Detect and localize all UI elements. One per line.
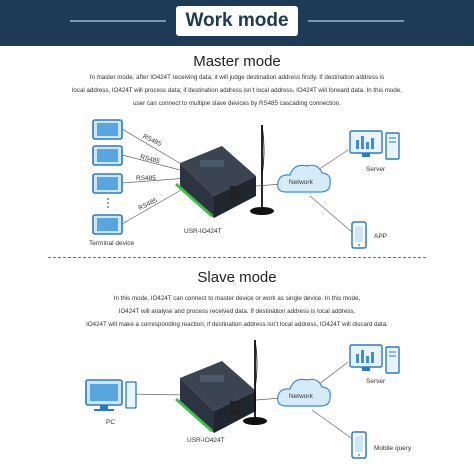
terminal-icon [92, 145, 123, 166]
header-decoration-right [308, 20, 404, 22]
master-desc-line-1: In master mode, after IO424T receiving d… [89, 74, 385, 81]
slave-io-device [175, 361, 256, 433]
page-title: Work mode [176, 6, 298, 36]
master-network-label: Network [289, 179, 313, 186]
slave-mode-description: In this mode, IO424T can connect to mast… [40, 292, 434, 331]
slave-mobile-label: Mobile query [374, 445, 412, 452]
master-mode-description: In master mode, after IO424T receiving d… [40, 71, 434, 110]
slave-mobile-phone-icon [351, 431, 367, 459]
terminal-icon [92, 214, 123, 235]
master-mode-title: Master mode [193, 53, 281, 70]
slave-desc-line-1: In this mode, IO424T can connect to mast… [113, 295, 361, 302]
terminal-icon [92, 119, 123, 140]
master-desc-line-3: user can connect to multiple slave devic… [133, 100, 341, 107]
master-server-icon [349, 130, 400, 160]
master-rs485-lines [121, 128, 189, 225]
slave-mode-title: Slave mode [197, 269, 277, 286]
ellipsis-dots-icon [107, 198, 109, 208]
master-terminal-devices [92, 119, 123, 235]
terminal-icon [92, 173, 123, 194]
section-divider [48, 257, 426, 258]
master-antenna-icon [250, 124, 274, 215]
header-banner: Work mode [0, 0, 474, 46]
pc-label: PC [106, 419, 116, 426]
slave-desc-line-2: IO424T will analyse and process received… [118, 308, 356, 315]
master-server-label: Server [366, 166, 386, 173]
rs485-label: RS485 [136, 175, 156, 182]
master-app-phone-icon [351, 221, 367, 249]
slave-pc-icon [85, 379, 137, 411]
slave-server-label: Server [366, 378, 386, 385]
master-device-label: USR-IO424T [184, 228, 222, 235]
slave-network-cloud-icon [277, 378, 331, 407]
slave-desc-line-3: IO424T will make a corresponding reactio… [86, 321, 388, 328]
header-decoration-left [70, 20, 166, 22]
terminal-device-label: Terminal device [89, 240, 135, 247]
slave-network-label: Network [289, 393, 313, 400]
slave-antenna-icon [243, 339, 267, 425]
master-app-label: APP [374, 233, 388, 240]
master-network-cloud-icon [277, 164, 331, 193]
master-desc-line-2: local address, IO424T will process data;… [72, 87, 402, 94]
slave-server-icon [349, 344, 400, 374]
slave-device-label: USR-IO424T [187, 437, 225, 444]
master-io-device [175, 146, 256, 218]
